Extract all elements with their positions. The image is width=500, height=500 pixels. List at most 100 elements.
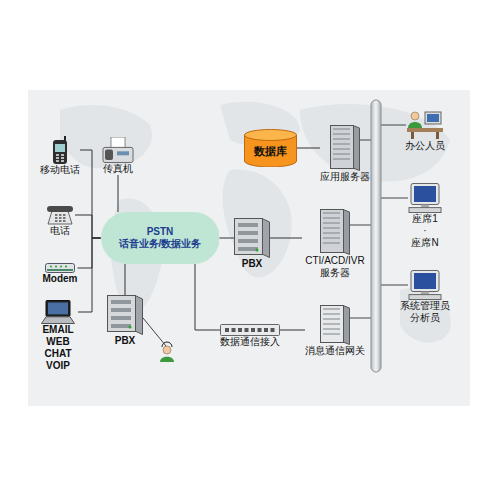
drawing-part	[135, 296, 143, 335]
drawing-part	[264, 328, 268, 332]
drawing-part	[409, 295, 441, 300]
drawing-part	[111, 316, 131, 320]
device-node: 系统管理员 分析员	[398, 270, 452, 324]
drawing-part	[63, 220, 66, 222]
drawing-part	[321, 306, 350, 345]
drawing-part	[47, 206, 73, 224]
drawing-part	[42, 317, 75, 324]
connector-line	[270, 238, 302, 239]
pbx-icon	[107, 295, 143, 335]
drawing-part	[245, 328, 249, 332]
drawing-part	[235, 219, 263, 255]
agent-body	[160, 357, 174, 362]
drawing-part	[321, 306, 344, 343]
device-label: 数据通信接入	[220, 336, 280, 348]
fax-icon	[102, 137, 134, 163]
drawing-part	[333, 139, 350, 140]
drawing-part	[235, 219, 270, 258]
device-node: 应用服务器	[320, 125, 370, 183]
drawing-part	[46, 264, 75, 273]
drawing-part	[56, 160, 59, 162]
drawing-part	[111, 324, 131, 328]
device-node: PBX	[107, 295, 143, 347]
pbx-icon	[234, 218, 270, 258]
drawing-part	[323, 309, 340, 310]
drawing-part	[407, 112, 443, 139]
bus-wires	[143, 125, 408, 346]
drawing-part	[323, 213, 340, 214]
drawing-part	[59, 214, 62, 216]
drawing-part	[101, 212, 220, 264]
mobile-icon	[51, 136, 69, 164]
drawing-part	[61, 160, 64, 162]
connector-line	[80, 150, 101, 238]
bus-wire	[360, 140, 371, 141]
modem-icon	[45, 263, 75, 273]
drawing-part	[333, 154, 350, 155]
drawing-part	[108, 296, 143, 335]
drawing-part	[321, 210, 344, 253]
server-icon	[320, 209, 350, 255]
drawing-part	[323, 218, 340, 219]
device-node: 传真机	[102, 137, 134, 175]
drawing-part	[60, 266, 62, 268]
drawing-part	[407, 128, 443, 132]
drawing-part	[59, 217, 62, 219]
connector-line	[75, 215, 101, 238]
drawing-part	[221, 325, 280, 336]
device-node: 办公人员	[405, 110, 445, 152]
drawing-part	[251, 328, 255, 332]
drawing-part	[333, 129, 350, 130]
drawing-part	[331, 126, 354, 169]
drawing-part	[323, 319, 340, 320]
drawing-part	[55, 214, 58, 216]
drawing-part	[331, 126, 360, 171]
device-label: EMAIL WEB CHAT VOIP	[38, 324, 78, 372]
device-label: 移动电话	[40, 164, 80, 176]
drawing-part	[427, 114, 439, 122]
network-cloud: PSTN话音业务/数据业务	[101, 212, 220, 264]
cloud-label: PSTN	[119, 226, 202, 238]
drawing-part	[63, 217, 66, 219]
drawing-part	[323, 228, 340, 229]
device-node: CTI/ACD/IVR 服务器	[302, 209, 368, 279]
connector-line	[78, 238, 101, 268]
drawing-part	[103, 147, 133, 162]
drawing-part	[59, 220, 62, 222]
drawing-part	[225, 328, 229, 332]
device-label: 系统管理员 分析员	[398, 300, 452, 324]
drawing-part	[333, 144, 350, 145]
drawing-part	[244, 130, 296, 141]
drawing-part	[425, 112, 441, 124]
drawing-part	[61, 154, 64, 156]
drawing-part	[411, 184, 439, 205]
device-node: 消息通信网关	[305, 305, 365, 357]
drawing-part	[333, 149, 350, 150]
drawing-part	[323, 324, 340, 325]
agent-wire	[143, 318, 166, 346]
drawing-part	[258, 328, 262, 332]
drawing-part	[436, 132, 439, 139]
ethernet-bus	[371, 100, 381, 372]
drawing-part	[117, 151, 129, 155]
drawing-part	[414, 186, 436, 202]
agent-head	[163, 346, 171, 354]
agent-headset	[162, 342, 172, 347]
drawing-part	[321, 210, 350, 255]
drawing-part	[333, 134, 350, 135]
database-label: 数据库	[254, 145, 287, 157]
drawing-part	[108, 296, 136, 332]
laptop-icon	[41, 300, 75, 324]
device-label: PBX	[234, 258, 270, 270]
drawing-part	[111, 300, 131, 304]
bus-wire	[381, 198, 408, 199]
drawing-part	[65, 266, 67, 268]
drawing-part	[409, 184, 441, 213]
drawing-part	[411, 132, 414, 139]
bus-wire	[381, 285, 408, 286]
connector-line	[118, 175, 119, 212]
drawing-part	[129, 326, 132, 329]
drawing-part	[55, 266, 57, 268]
drawing-part	[53, 140, 67, 164]
